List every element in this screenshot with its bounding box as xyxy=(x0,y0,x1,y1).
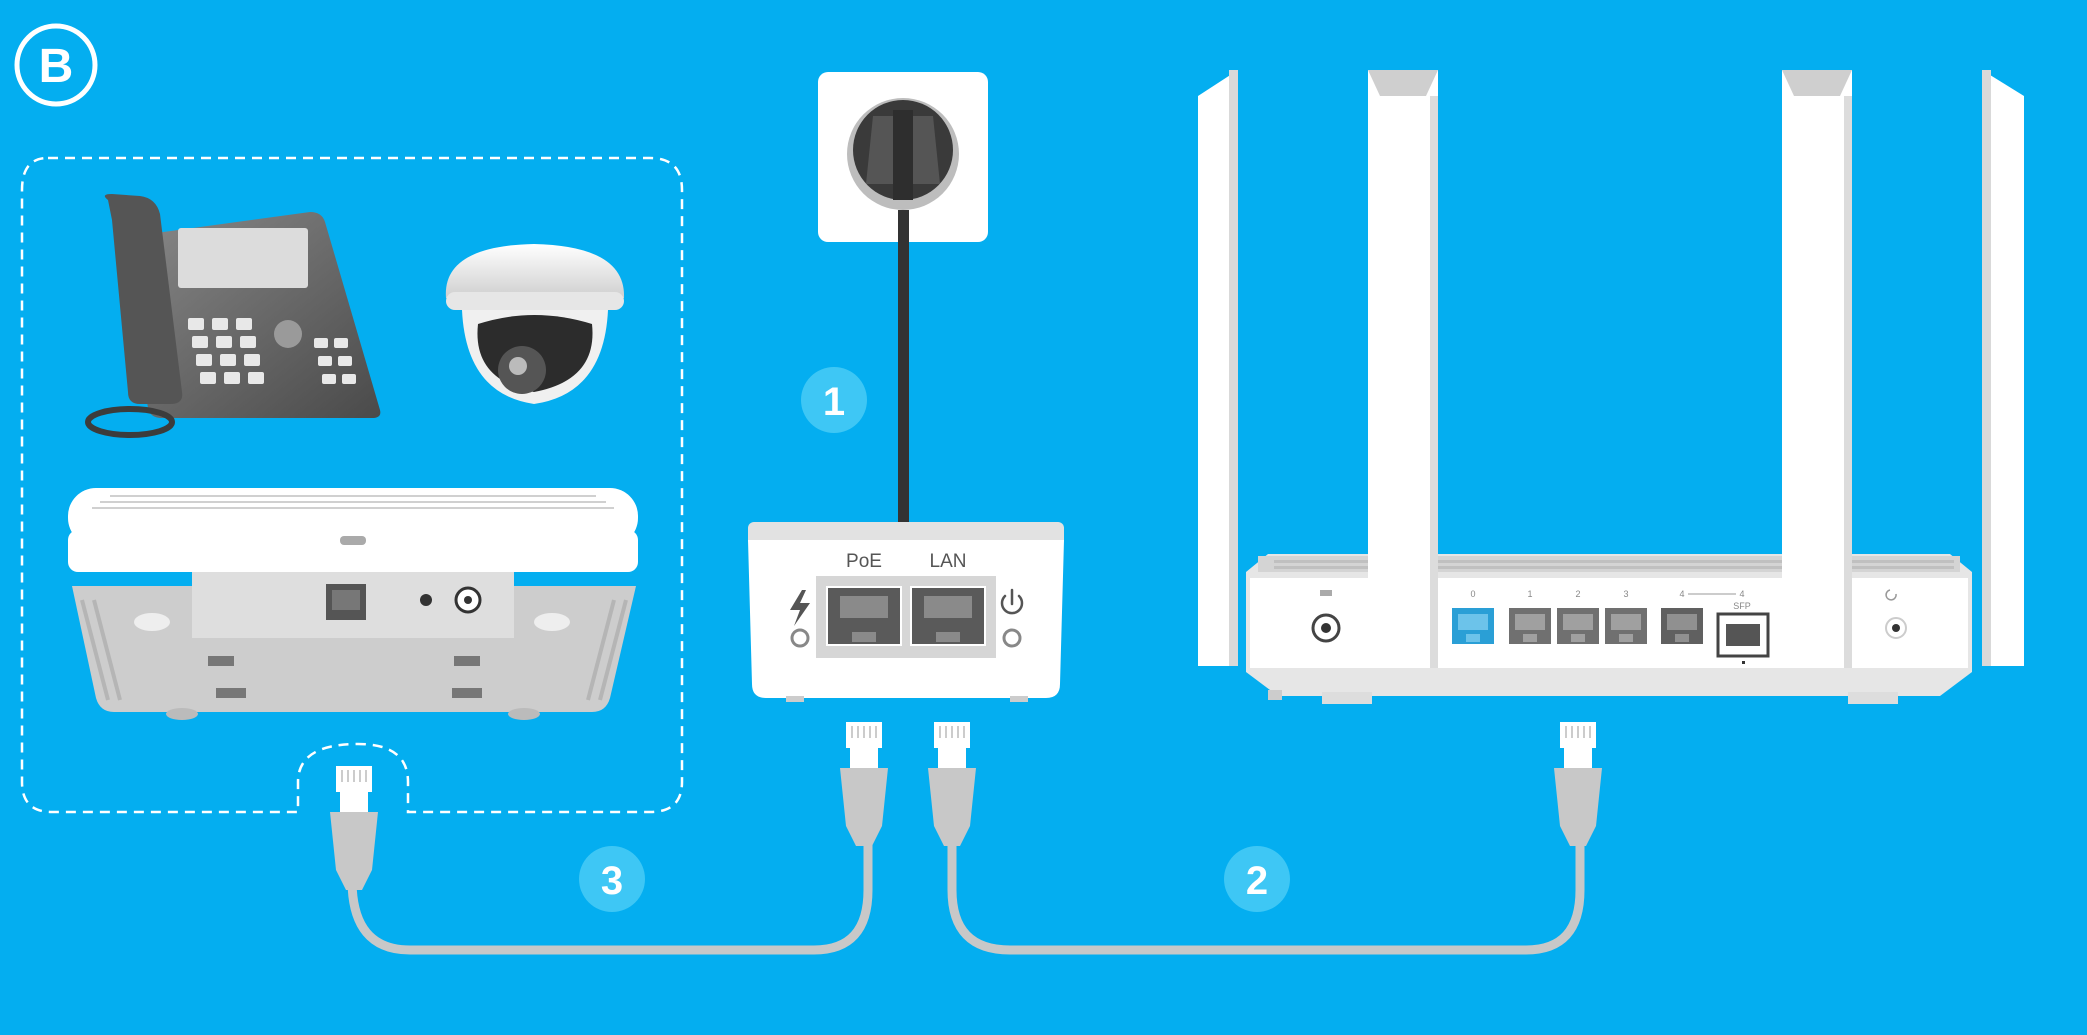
router-port-4 xyxy=(1661,608,1703,644)
access-point-reset-hole xyxy=(420,594,432,606)
step-1-number: 1 xyxy=(823,380,845,424)
poe-injector: PoE LAN xyxy=(748,522,1064,702)
power-icon xyxy=(1000,588,1024,615)
access-point xyxy=(68,488,638,720)
router-port-0 xyxy=(1452,608,1494,644)
lan-port xyxy=(910,586,986,646)
poe-port xyxy=(826,586,902,646)
lightning-icon xyxy=(790,590,810,626)
section-badge-label: B xyxy=(39,40,74,93)
section-badge: B xyxy=(14,23,98,107)
step-3-number: 3 xyxy=(601,859,623,903)
phone-cord xyxy=(85,406,175,438)
step-2-number: 2 xyxy=(1246,859,1268,903)
router-port-3 xyxy=(1605,608,1647,644)
access-point-led xyxy=(340,536,366,545)
phone-navigation-pad xyxy=(274,320,302,348)
poe-devices-group-outline xyxy=(20,156,684,814)
sfp-label: SFP xyxy=(1733,601,1751,611)
rj45-connector-access-point xyxy=(330,766,378,890)
antenna-right-outer xyxy=(1982,70,2024,666)
wall-outlet xyxy=(818,72,988,242)
cable-2 xyxy=(947,835,1585,955)
phone-keypad xyxy=(188,318,356,384)
router-port-label-4: 4 xyxy=(1679,589,1684,599)
router-port-1 xyxy=(1509,608,1551,644)
ip-phone xyxy=(85,194,381,438)
dome-camera xyxy=(445,244,625,404)
antenna-left-outer xyxy=(1198,70,1238,666)
router: 0 1 2 3 4 4 SFP xyxy=(1198,70,2024,704)
router-port-label-3: 3 xyxy=(1623,589,1628,599)
lan-port-label: LAN xyxy=(930,551,967,572)
rj45-connector-injector-poe xyxy=(840,722,888,846)
poe-port-label: PoE xyxy=(846,551,882,572)
router-port-label-1: 1 xyxy=(1527,589,1532,599)
antenna-left-inner xyxy=(1368,70,1438,668)
access-point-vents xyxy=(80,599,628,701)
step-2-badge: 2 xyxy=(1224,846,1290,912)
rj45-connector-router xyxy=(1554,722,1602,846)
power-cable xyxy=(898,210,909,522)
rj45-connector-injector-lan xyxy=(928,722,976,846)
router-vents xyxy=(1274,560,1954,569)
step-3-badge: 3 xyxy=(579,846,645,912)
router-sfp-port xyxy=(1716,612,1770,664)
step-1-badge: 1 xyxy=(801,367,867,433)
poe-led xyxy=(790,628,810,648)
antenna-right-inner xyxy=(1782,70,1852,668)
router-port-label-2: 2 xyxy=(1575,589,1580,599)
reset-icon xyxy=(1885,589,1897,601)
router-port-label-4b: 4 xyxy=(1739,589,1744,599)
access-point-ridges xyxy=(92,495,614,509)
router-port-2 xyxy=(1557,608,1599,644)
cable-3 xyxy=(347,835,873,955)
phone-handset xyxy=(104,194,183,404)
power-led xyxy=(1002,628,1022,648)
phone-screen xyxy=(178,228,308,288)
section-badge-ring xyxy=(14,23,98,107)
router-port-label-0: 0 xyxy=(1470,589,1475,599)
